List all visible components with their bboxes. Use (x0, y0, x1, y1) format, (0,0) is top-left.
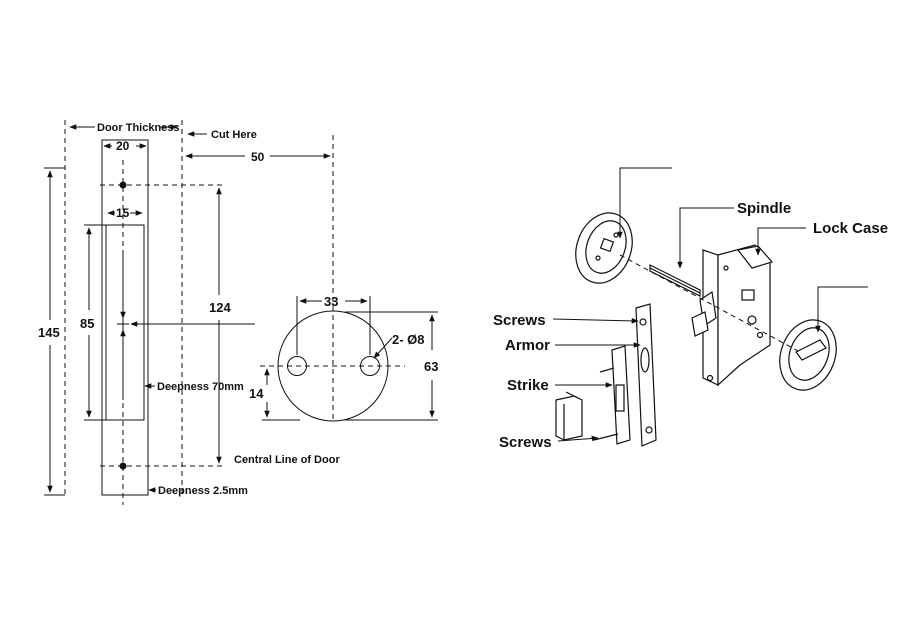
cut-outline-20 (101, 139, 149, 496)
dim-63-label: 63 (424, 359, 438, 374)
dim-20-label: 20 (116, 139, 130, 153)
strike-box (555, 395, 583, 441)
lock-case-label: Lock Case (813, 220, 888, 237)
deepness-70-label: Deepness 70mm (157, 381, 244, 393)
door-edge-view: Door Thickness Cut Here 20 50 15 124 85 … (38, 120, 340, 505)
screw-top (599, 367, 615, 373)
spindle (649, 264, 701, 297)
dim-33-label: 33 (324, 294, 338, 309)
screw-bottom (593, 433, 619, 441)
dim-145-label: 145 (38, 325, 60, 340)
dim-15-label: 15 (116, 206, 130, 220)
dim-50-label: 50 (251, 150, 265, 164)
central-line-label: Central Line of Door (234, 454, 340, 466)
plate-hole-left (287, 356, 307, 376)
cut-here-label: Cut Here (211, 129, 257, 141)
assembly-axis (619, 254, 801, 353)
plate-hole-right (360, 356, 380, 376)
exploded-assembly: Spindle Lock Case Screws Armor Strike Sc… (493, 167, 888, 451)
inner-rose (779, 319, 837, 391)
dim-14-label: 14 (249, 386, 264, 401)
dim-124-label: 124 (209, 300, 231, 315)
screws-bottom-leader (557, 435, 599, 442)
screws-top-leader (552, 318, 639, 324)
door-thickness-label: Door Thickness (97, 122, 180, 134)
round-plate-view: 33 2- Ø8 63 14 (249, 294, 438, 422)
armor-plate (635, 303, 657, 447)
armor-label: Armor (505, 337, 550, 354)
hole-callout-leader (373, 337, 393, 359)
lock-case-leader (755, 227, 806, 256)
strike-label: Strike (507, 377, 549, 394)
spindle-leader (677, 207, 734, 269)
pocket-outline-15 (105, 224, 145, 421)
screws-bottom-label: Screws (499, 434, 552, 451)
spindle-label: Spindle (737, 200, 791, 217)
dim-85-label: 85 (80, 316, 94, 331)
outer-rose (575, 212, 633, 284)
screw-box (565, 391, 579, 399)
hole-callout-label: 2- Ø8 (392, 332, 425, 347)
deepness-25-label: Deepness 2.5mm (158, 485, 248, 497)
lock-case (691, 244, 774, 387)
outer-rose-leader (617, 167, 672, 239)
screws-top-label: Screws (493, 312, 546, 329)
strike-plate (611, 345, 631, 445)
inner-rose-leader (815, 286, 868, 333)
